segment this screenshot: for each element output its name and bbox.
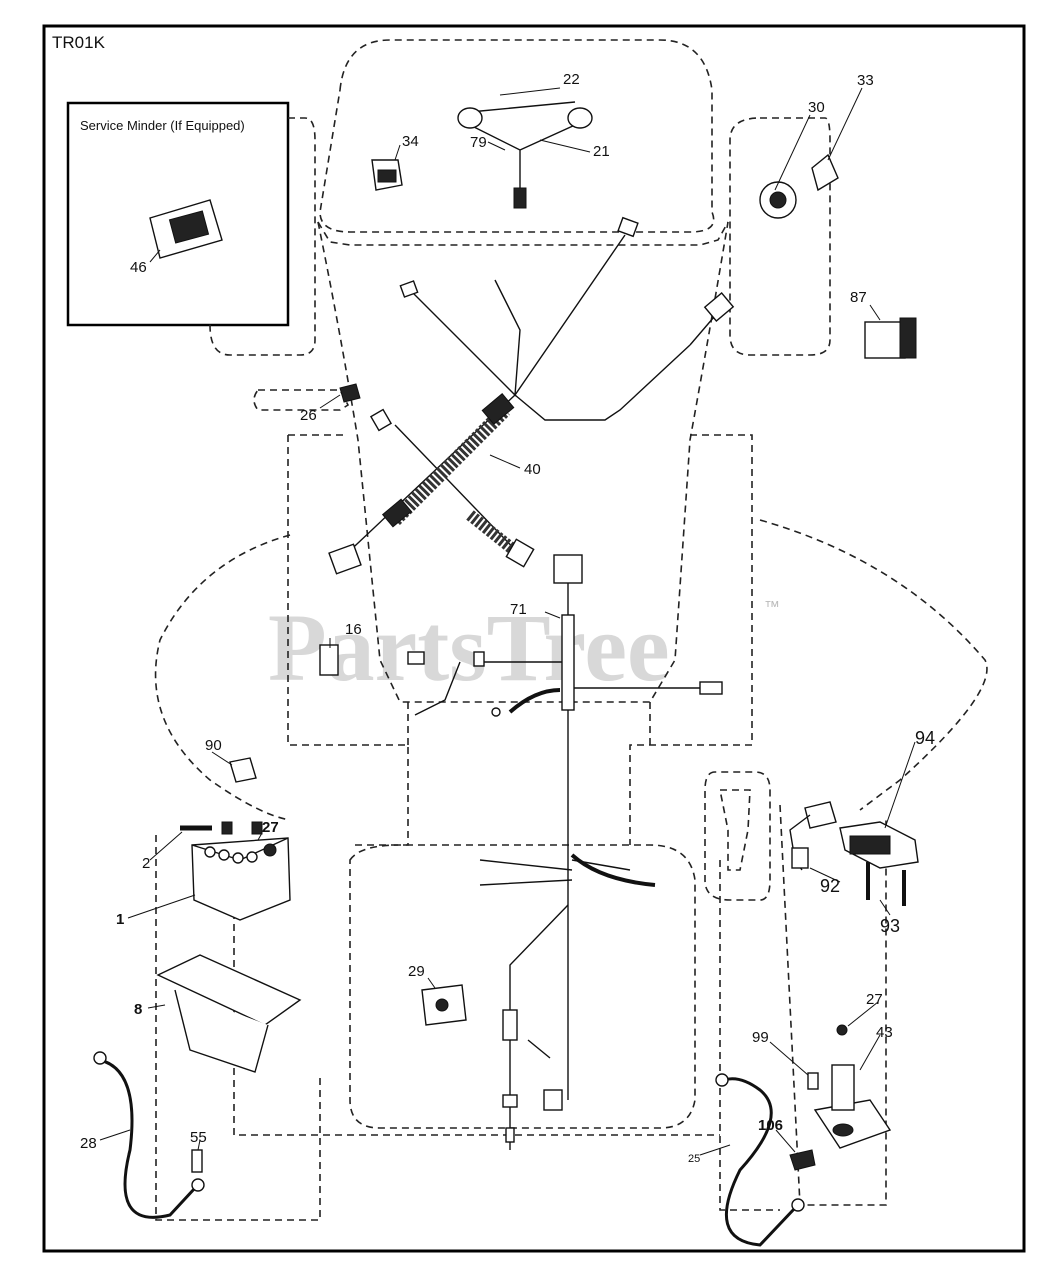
callout-labels: 22 21 79 34 30 33 87 46 26 40 16 71 90 2…: [80, 71, 935, 1165]
callout-1: 1: [116, 911, 124, 928]
callout-27-battery: 27: [262, 819, 279, 836]
callout-30: 30: [808, 99, 825, 116]
wire-harness: [328, 216, 735, 1150]
cable-25: [723, 1077, 797, 1247]
callout-55: 55: [190, 1129, 207, 1146]
leader-lines: [99, 87, 916, 1156]
callout-71: 71: [510, 601, 527, 618]
callout-29: 29: [408, 963, 425, 980]
trademark-symbol: ™: [764, 599, 780, 616]
part-33: [811, 153, 839, 192]
callout-16: 16: [345, 621, 362, 638]
diagram-code: TR01K: [52, 33, 106, 52]
callout-8: 8: [134, 1001, 142, 1018]
callout-93: 93: [880, 916, 900, 936]
callout-26: 26: [300, 407, 317, 424]
outer-border: [42, 24, 1026, 1253]
harness-connector-top: [553, 554, 583, 584]
tractor-outline: [154, 39, 988, 1221]
battery-1: [191, 837, 291, 921]
callout-43: 43: [876, 1024, 893, 1041]
callout-28: 28: [80, 1135, 97, 1152]
callout-90: 90: [205, 737, 222, 754]
part-92: [791, 847, 809, 869]
part-29: [421, 984, 467, 1026]
part-90: [229, 757, 257, 783]
callout-92: 92: [820, 876, 840, 896]
ignition-switch-30: [759, 181, 797, 219]
callout-106: 106: [758, 1117, 783, 1134]
service-minder-46: [149, 199, 223, 259]
callout-22: 22: [563, 71, 580, 88]
callout-33: 33: [857, 72, 874, 89]
callout-25: 25: [688, 1153, 700, 1165]
callout-21: 21: [593, 143, 610, 160]
relay-87: [864, 317, 917, 359]
callout-94: 94: [915, 728, 935, 748]
switch-34: [371, 159, 403, 191]
callout-34: 34: [402, 133, 419, 150]
part-94: [789, 801, 919, 871]
part-16: [319, 644, 339, 676]
braided-loom: [381, 393, 524, 560]
solenoid-43: [813, 1064, 892, 1149]
bolt-55: [191, 1149, 203, 1173]
callout-27-solenoid: 27: [866, 991, 883, 1008]
callout-87: 87: [850, 289, 867, 306]
headlight-assembly: [457, 101, 593, 209]
cable-28: [99, 1058, 197, 1219]
bolt-99: [807, 1072, 819, 1090]
screws-93: [866, 862, 906, 906]
callout-99: 99: [752, 1029, 769, 1046]
callout-2: 2: [142, 855, 150, 872]
part-106: [789, 1149, 816, 1171]
part-26: [339, 383, 361, 403]
callout-40: 40: [524, 461, 541, 478]
inset-title: Service Minder (If Equipped): [80, 118, 245, 133]
clip-27: [836, 1024, 848, 1036]
callout-79: 79: [470, 134, 487, 151]
battery-tray-8: [156, 954, 302, 1073]
callout-46: 46: [130, 259, 147, 276]
